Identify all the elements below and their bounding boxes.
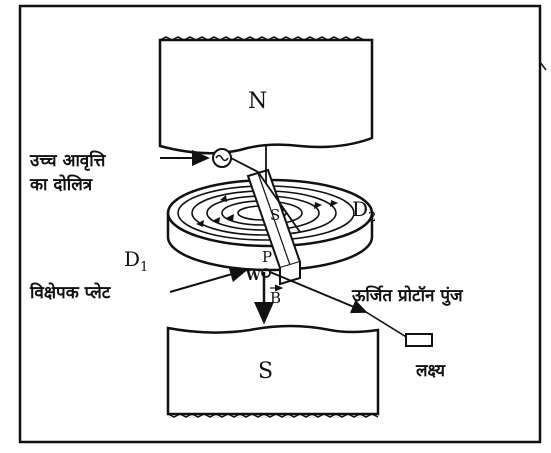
corner-tick (539, 61, 547, 71)
outer-frame (18, 4, 542, 444)
beam-to-target-line (365, 311, 409, 339)
beam-label: ऊर्जित प्रोटॉन पुंज (351, 285, 464, 306)
deflector-pointer-arrow (169, 266, 248, 293)
north-pole-jagged-edge (159, 36, 366, 41)
source-label: S (270, 206, 280, 224)
orbit-direction-arrows (196, 195, 338, 227)
target-box (405, 333, 433, 347)
dee-1-label: D1 (124, 247, 148, 275)
oscillator-label-line1: उच्च आवृत्ति (29, 150, 107, 171)
dee-2-subscript: 2 (368, 210, 376, 225)
south-pole-jagged-edge (167, 413, 379, 418)
proton-exit-loop (261, 268, 271, 278)
oscillator-wave-icon (215, 154, 229, 162)
target-label: लक्ष्य (415, 361, 446, 381)
proton-beam-line (269, 271, 368, 314)
dee-2-letter: D (352, 197, 368, 221)
north-pole-label: N (248, 89, 267, 114)
dee-1-subscript: 1 (140, 260, 148, 275)
deflector-label: विक्षेपक प्लेट (29, 282, 112, 303)
south-pole-magnet (166, 324, 380, 416)
dee-gap-inner-line (257, 172, 291, 266)
dee-1-letter: D (124, 247, 140, 271)
point-p-label: P (262, 248, 272, 266)
dee-2-label: D2 (352, 197, 376, 225)
oscillator-label-line2: का दोलित्र (29, 174, 93, 195)
south-pole-label: S (258, 359, 273, 384)
field-b-label: B (270, 289, 281, 307)
oscillator-wire (230, 157, 301, 233)
point-w-label: W (245, 269, 261, 284)
